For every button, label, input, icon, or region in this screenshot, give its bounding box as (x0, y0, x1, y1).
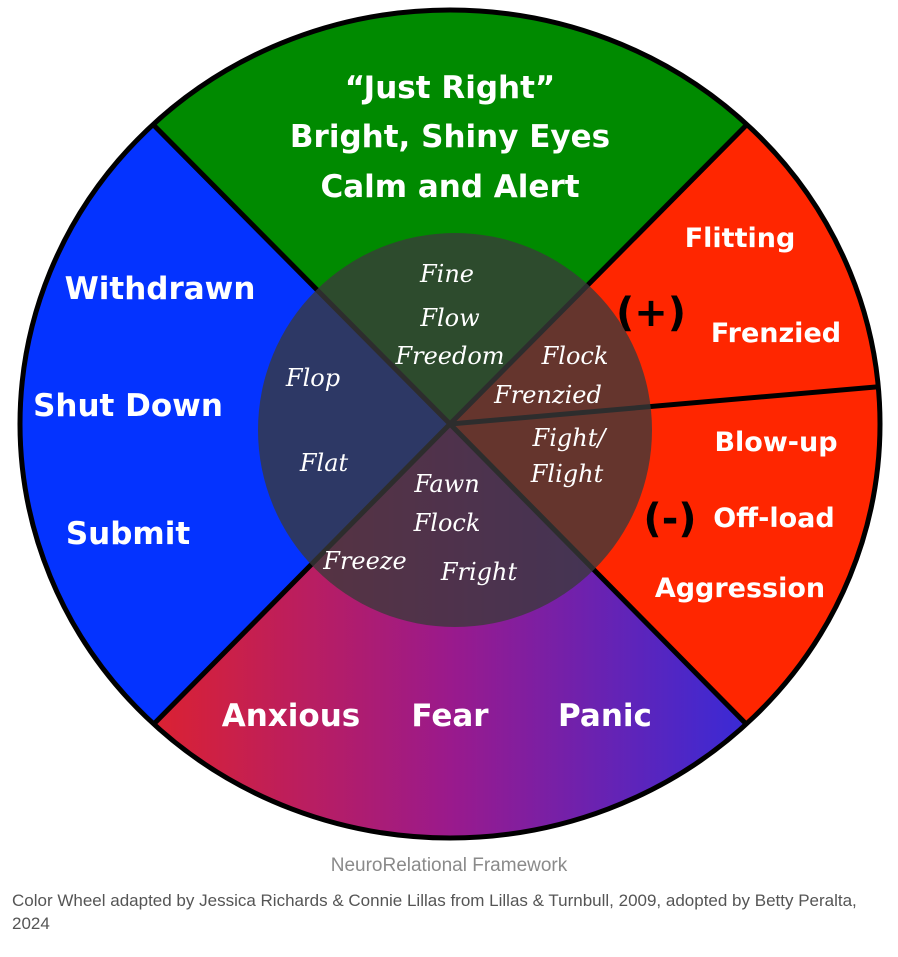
caption-credit: Color Wheel adapted by Jessica Richards … (12, 891, 857, 933)
inner-bottom-2: Flock (413, 509, 481, 537)
inner-right-lower-2: Flight (530, 460, 604, 488)
color-wheel: “Just Right” Bright, Shiny Eyes Calm and… (17, 7, 883, 841)
caption-title: NeuroRelational Framework (330, 855, 568, 876)
inner-circle (258, 233, 652, 627)
right-lower-label-2: Off-load (713, 503, 834, 534)
right-upper-label-2: Frenzied (711, 318, 841, 349)
left-label-1: Withdrawn (65, 271, 256, 307)
top-label-3: Calm and Alert (320, 169, 579, 205)
inner-left-1: Flop (285, 364, 340, 392)
inner-right-upper-1: Flock (541, 342, 609, 370)
inner-bottom-4: Fright (440, 558, 518, 586)
inner-top-2: Flow (419, 304, 480, 332)
right-lower-label-1: Blow-up (714, 427, 837, 458)
left-label-2: Shut Down (33, 388, 223, 424)
bottom-label-2: Fear (411, 698, 489, 734)
negative-sign: (-) (643, 496, 696, 542)
right-upper-label-1: Flitting (685, 223, 796, 254)
inner-bottom-1: Fawn (413, 470, 479, 498)
bottom-label-3: Panic (558, 698, 652, 734)
inner-right-upper-2: Frenzied (493, 381, 602, 409)
inner-left-2: Flat (299, 449, 349, 477)
outer-ring (17, 7, 883, 841)
top-label-1: “Just Right” (345, 70, 556, 106)
positive-sign: (+) (616, 290, 686, 336)
inner-top-1: Fine (419, 260, 474, 288)
bottom-label-1: Anxious (222, 698, 361, 734)
inner-top-3: Freedom (394, 342, 504, 370)
top-label-2: Bright, Shiny Eyes (290, 119, 610, 155)
inner-right-lower-1: Fight/ (532, 424, 609, 452)
sector-left-blue (20, 10, 450, 838)
right-lower-label-3: Aggression (655, 573, 825, 604)
inner-bottom-3: Freeze (322, 547, 406, 575)
left-label-3: Submit (66, 516, 191, 552)
